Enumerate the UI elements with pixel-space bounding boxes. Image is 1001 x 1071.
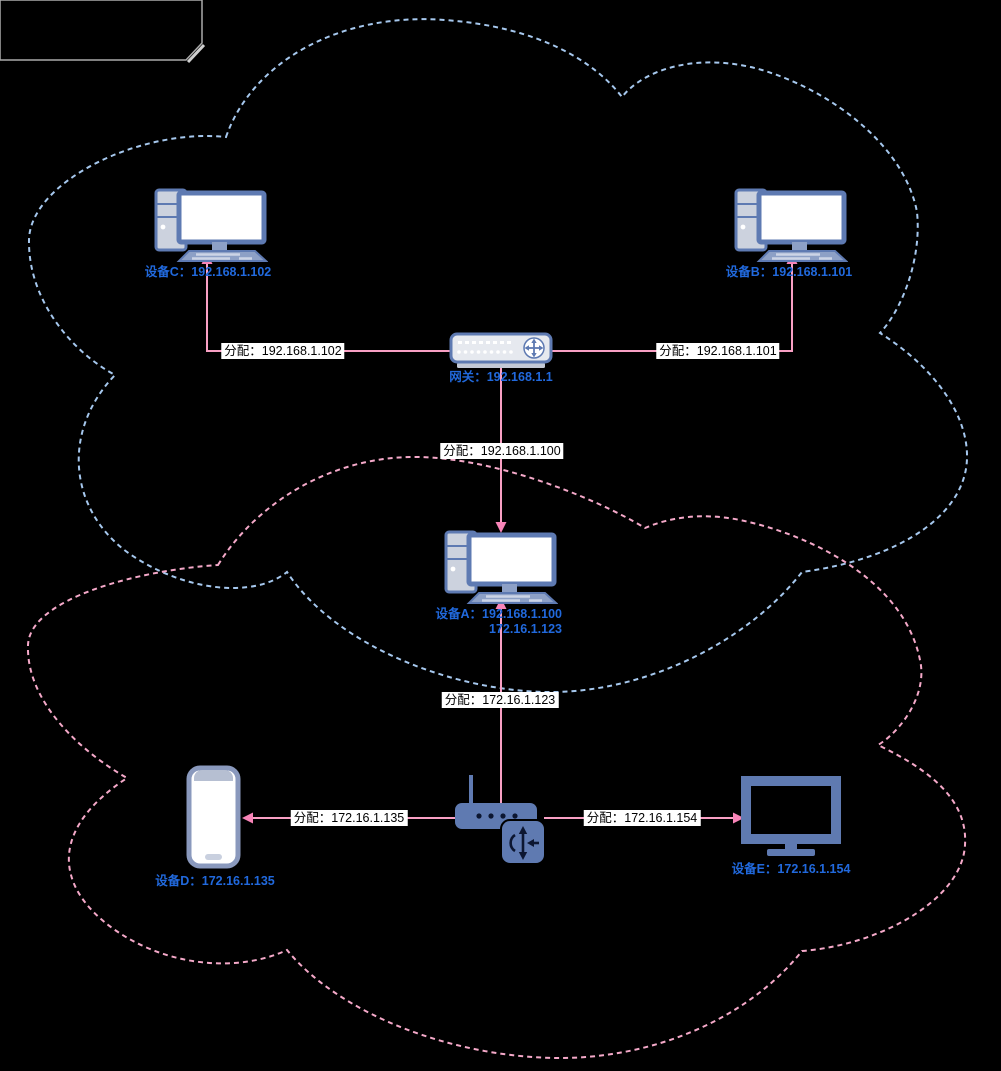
device-a-node[interactable] (442, 528, 559, 611)
device-b-node[interactable] (732, 186, 849, 269)
device-d-node[interactable] (186, 765, 241, 874)
tv-monitor-icon (741, 776, 841, 856)
edge-gateway-to-b (552, 264, 793, 352)
monitor (756, 190, 847, 245)
routing-arrows-icon (509, 826, 539, 860)
desktop-computer-icon (444, 530, 559, 604)
edge-label-router-to-d[interactable]: 分配：172.16.1.135 (290, 810, 408, 826)
edge-label-gateway-to-a[interactable]: 分配：192.168.1.100 (440, 443, 564, 459)
arrow-right-into-device-e (733, 812, 744, 824)
tv-frame (741, 776, 841, 844)
device-a-label-line2: 172.16.1.123 (489, 622, 562, 636)
device-e-label: 设备E：172.16.1.154 (731, 862, 851, 876)
phone-top-bar (194, 770, 233, 781)
title-box[interactable] (0, 0, 206, 64)
home-button (205, 854, 222, 860)
device-b-label: 设备B：192.168.1.101 (725, 265, 853, 279)
edge-label-gateway-to-b[interactable]: 分配：192.168.1.101 (656, 343, 780, 359)
desktop-computer-icon (734, 188, 849, 262)
device-e-node[interactable] (740, 776, 842, 863)
wireless-router-icon (455, 775, 546, 865)
antenna (469, 775, 473, 805)
phone-body (186, 765, 241, 869)
gateway-node[interactable] (449, 332, 553, 378)
device-c-node[interactable] (152, 186, 269, 269)
device-c-label: 设备C：192.168.1.102 (144, 265, 272, 279)
edge-label-gateway-to-c[interactable]: 分配：192.168.1.102 (221, 343, 345, 359)
arrow-down-into-device-a (495, 522, 507, 533)
network-switch-icon (449, 332, 553, 368)
edge-label-a-to-router[interactable]: 分配：172.16.1.123 (441, 692, 559, 708)
title-box-shape (0, 0, 203, 61)
device-d-label: 设备D：172.16.1.135 (155, 874, 275, 888)
edge-label-router-to-e[interactable]: 分配：172.16.1.154 (583, 810, 701, 826)
switch-ports (457, 341, 513, 354)
monitor (466, 532, 557, 587)
move-arrows-icon (524, 338, 544, 358)
title-box-notch (186, 43, 206, 64)
gateway-label: 网关：192.168.1.1 (449, 370, 553, 384)
tv-neck (785, 839, 797, 849)
lan-cloud-pink (26, 455, 967, 1060)
arrow-left-into-device-d (242, 812, 253, 824)
router-lights (476, 813, 518, 819)
device-a-label: 设备A：192.168.1.100 172.16.1.123 (436, 607, 562, 637)
device-a-label-line1: 设备A：192.168.1.100 (435, 607, 562, 621)
smartphone-icon (186, 765, 241, 869)
router-node[interactable] (455, 773, 547, 870)
tv-base (767, 849, 815, 856)
lan-cloud-blue (27, 18, 969, 694)
monitor (176, 190, 267, 245)
edge-gateway-to-c (206, 264, 450, 352)
desktop-computer-icon (154, 188, 269, 262)
